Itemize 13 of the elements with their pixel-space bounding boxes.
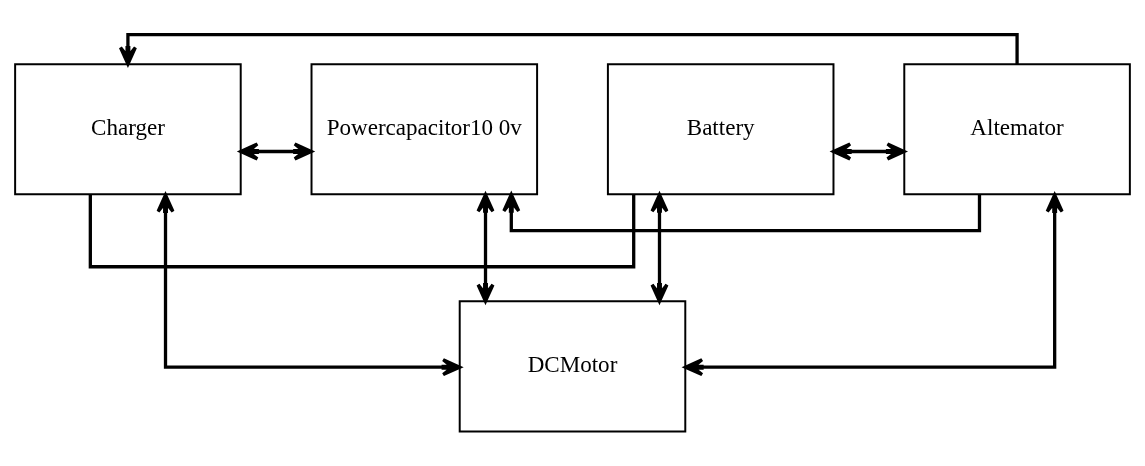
arrow xyxy=(683,193,1064,377)
node-box: DCMotor xyxy=(458,300,687,433)
arrow xyxy=(156,193,462,377)
node-box: Altemator xyxy=(903,63,1131,196)
node-box: Powercapacitor10 0v xyxy=(310,63,539,196)
node-box: Battery xyxy=(606,63,835,196)
arrow xyxy=(239,142,313,161)
arrow xyxy=(650,193,669,303)
node-box: Charger xyxy=(14,63,242,196)
arrow xyxy=(831,142,906,161)
arrow xyxy=(476,193,495,303)
arrow xyxy=(118,32,1019,66)
arrow xyxy=(502,192,982,233)
